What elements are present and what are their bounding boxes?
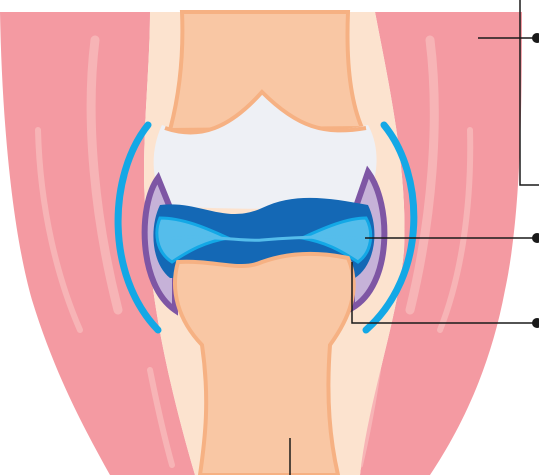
leader-dot-2 bbox=[532, 233, 539, 243]
leader-line-1 bbox=[520, 0, 539, 185]
leader-dots bbox=[532, 33, 539, 328]
leader-dot-3 bbox=[532, 318, 539, 328]
leader-dot-1 bbox=[532, 33, 539, 43]
